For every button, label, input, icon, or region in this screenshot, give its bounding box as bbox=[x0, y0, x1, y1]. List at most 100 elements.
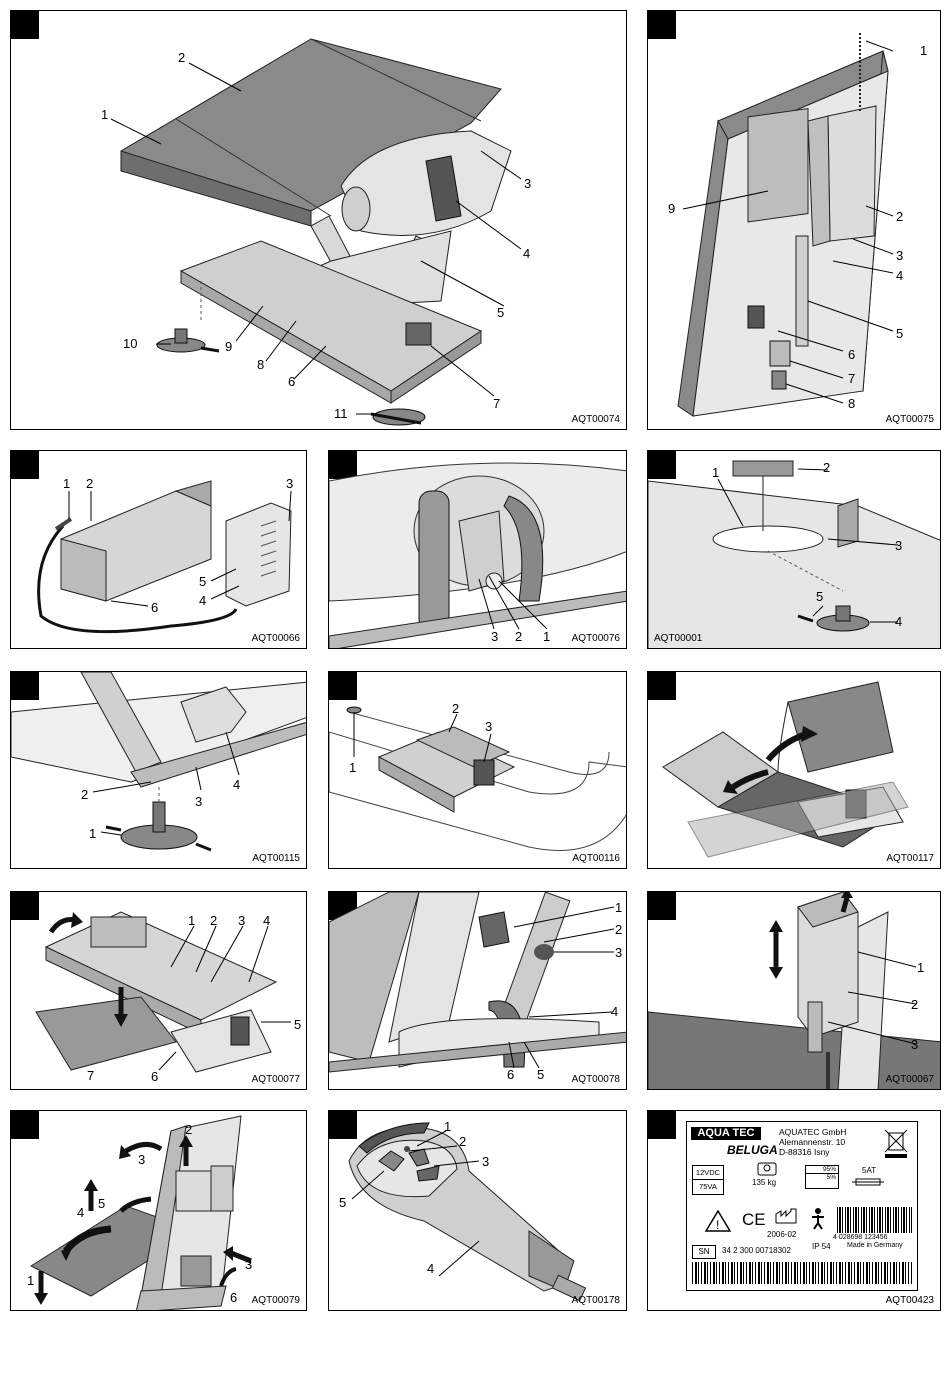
figure-code: AQT00066 bbox=[251, 633, 300, 644]
model-name: BELUGA bbox=[727, 1143, 778, 1157]
callout-2: 2 bbox=[515, 629, 523, 644]
bath-lift-overview-illustration bbox=[110, 38, 522, 426]
figure-code: AQT00423 bbox=[885, 1295, 934, 1306]
barcode-2 bbox=[692, 1262, 912, 1284]
company-city: D-88316 Isny bbox=[779, 1147, 830, 1157]
max-load: 135 kg bbox=[752, 1178, 777, 1187]
brand-logo: AQUA TEC bbox=[691, 1127, 761, 1140]
figure-tab bbox=[648, 451, 676, 479]
callout-3: 3 bbox=[195, 794, 203, 809]
callout-6: 6 bbox=[288, 374, 296, 389]
callout-1: 1 bbox=[543, 629, 551, 644]
figure-code: AQT00076 bbox=[571, 633, 620, 644]
callout-3: 3 bbox=[138, 1152, 146, 1167]
figure-tab bbox=[11, 1111, 39, 1139]
hand-control-illustration bbox=[348, 1122, 587, 1302]
company-name: AQUATEC GmbH bbox=[779, 1127, 847, 1137]
callout-2: 2 bbox=[911, 997, 919, 1012]
lift-in-bathtub-illustration bbox=[329, 706, 626, 851]
callout-6: 6 bbox=[507, 1067, 515, 1082]
base-frame-suction-cup-illustration bbox=[11, 672, 306, 852]
callout-3: 3 bbox=[482, 1154, 490, 1169]
callout-3: 3 bbox=[286, 476, 294, 491]
hand-control-holder-illustration bbox=[329, 462, 626, 648]
battery-insert-illustration bbox=[648, 892, 940, 1089]
fuse-icon bbox=[852, 1178, 884, 1186]
ce-mark: CE bbox=[742, 1210, 766, 1229]
callout-8: 8 bbox=[848, 396, 856, 411]
callout-3: 3 bbox=[238, 913, 246, 928]
company-street: Alemannenstr. 10 bbox=[779, 1137, 846, 1147]
serial-label-box: SN bbox=[692, 1245, 716, 1259]
figure-panel-13: 1 2 3 4 5 AQT00178 bbox=[328, 1110, 627, 1311]
callout-2: 2 bbox=[178, 50, 186, 65]
backrest-battery-illustration bbox=[677, 33, 894, 417]
figure-panel-6: 1 2 3 4 AQT00115 bbox=[10, 671, 307, 869]
voltage-value: 12VDC bbox=[693, 1166, 723, 1180]
callout-5: 5 bbox=[816, 589, 824, 604]
callout-9: 9 bbox=[225, 339, 233, 354]
callout-2: 2 bbox=[459, 1134, 467, 1149]
figure-panel-11: 1 2 3 AQT00067 bbox=[647, 891, 941, 1090]
figure-tab bbox=[11, 892, 39, 920]
barcode-1 bbox=[837, 1207, 912, 1233]
callout-4: 4 bbox=[896, 268, 904, 283]
figure-panel-12: 1 2 3 4 5 3 6 AQT00079 bbox=[10, 1110, 307, 1311]
figure-panel-14: AQUA TEC BELUGA AQUATEC GmbH Alemannenst… bbox=[647, 1110, 941, 1311]
figure-tab bbox=[11, 11, 39, 39]
figure-tab bbox=[329, 1111, 357, 1139]
callout-3b: 3 bbox=[245, 1257, 253, 1272]
callout-11: 11 bbox=[334, 406, 348, 421]
seat-flaps-unfolding-illustration bbox=[662, 681, 909, 858]
figure-tab bbox=[11, 451, 39, 479]
figure-code: AQT00078 bbox=[571, 1074, 620, 1085]
figure-code: AQT00074 bbox=[571, 414, 620, 425]
callout-1: 1 bbox=[27, 1273, 35, 1288]
type-plate: AQUA TEC BELUGA AQUATEC GmbH Alemannenst… bbox=[686, 1121, 918, 1291]
humidity-box: 95% 5% bbox=[805, 1165, 839, 1189]
callout-1: 1 bbox=[349, 760, 357, 775]
callout-7: 7 bbox=[848, 371, 856, 386]
figure-tab bbox=[329, 451, 357, 479]
ip-rating: IP 54 bbox=[812, 1242, 831, 1251]
manufacture-date: 2006-02 bbox=[767, 1230, 797, 1239]
callout-2: 2 bbox=[896, 209, 904, 224]
callout-1: 1 bbox=[712, 465, 720, 480]
svg-text:!: ! bbox=[716, 1218, 719, 1232]
callout-2: 2 bbox=[452, 701, 460, 716]
callout-8: 8 bbox=[257, 357, 265, 372]
callout-2: 2 bbox=[185, 1122, 193, 1137]
figure-tab bbox=[648, 1111, 676, 1139]
figure-panel-10: 1 2 3 4 5 6 AQT00078 bbox=[328, 891, 627, 1090]
callout-5: 5 bbox=[98, 1196, 106, 1211]
callout-1: 1 bbox=[188, 913, 196, 928]
battery-charger-illustration bbox=[37, 480, 292, 634]
callout-3: 3 bbox=[896, 248, 904, 263]
figure-panel-7: 1 2 3 AQT00116 bbox=[328, 671, 627, 869]
callout-6: 6 bbox=[230, 1290, 238, 1305]
callout-4: 4 bbox=[199, 593, 207, 608]
callout-1: 1 bbox=[920, 43, 928, 58]
humidity-min: 5% bbox=[826, 1174, 836, 1181]
figure-panel-4: 1 2 3 AQT00076 bbox=[328, 450, 627, 649]
figure-panel-1: 1 2 3 4 5 6 7 8 9 10 11 AQT00074 bbox=[10, 10, 627, 430]
callout-3: 3 bbox=[895, 538, 903, 553]
callout-1: 1 bbox=[101, 107, 109, 122]
suction-cup-seat-illustration bbox=[648, 460, 940, 648]
warning-triangle-icon: ! bbox=[705, 1210, 731, 1232]
figure-panel-2: 1 2 3 4 5 6 7 8 9 AQT00075 bbox=[647, 10, 941, 430]
callout-9: 9 bbox=[668, 201, 676, 216]
callout-2: 2 bbox=[210, 913, 218, 928]
backrest-locking-illustration bbox=[329, 892, 626, 1073]
callout-2: 2 bbox=[615, 922, 623, 937]
figure-tab bbox=[329, 672, 357, 700]
figure-tab bbox=[648, 672, 676, 700]
callout-5: 5 bbox=[339, 1195, 347, 1210]
callout-3: 3 bbox=[491, 629, 499, 644]
made-in: Made in Germany bbox=[847, 1242, 903, 1249]
figure-panel-5: 1 2 3 4 5 AQT00001 bbox=[647, 450, 941, 649]
figure-panel-9: 1 2 3 4 5 6 7 AQT00077 bbox=[10, 891, 307, 1090]
voltage-box: 12VDC 75VA bbox=[692, 1165, 724, 1195]
callout-6: 6 bbox=[151, 600, 159, 615]
barcode-1-text: 4 028698 123456 bbox=[833, 1234, 888, 1241]
